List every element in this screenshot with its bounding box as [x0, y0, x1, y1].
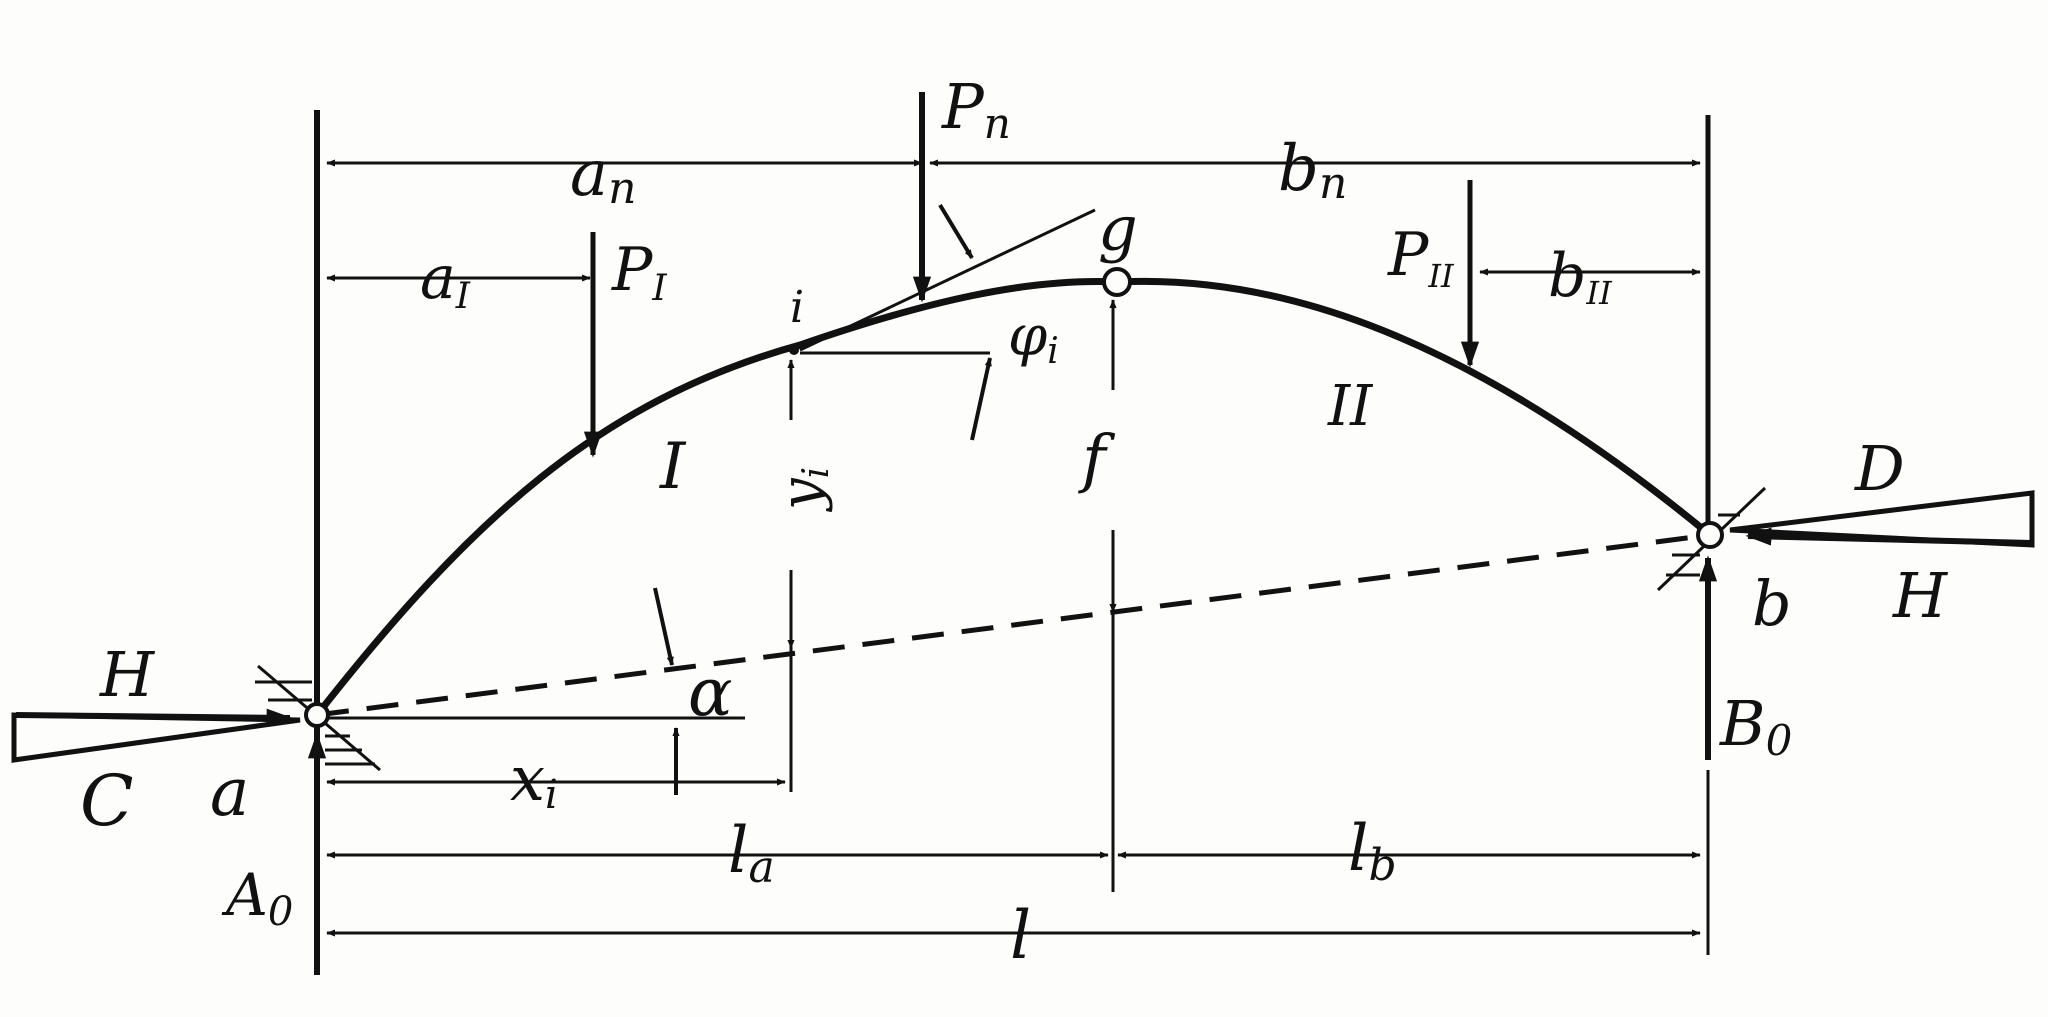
label-b_II: bII	[1548, 241, 1613, 312]
label-segment-II: II	[1327, 374, 1374, 439]
label-g: g	[1098, 192, 1138, 265]
label-P_n: Pn	[941, 70, 1011, 148]
thrust-arrow-H-right	[1745, 527, 2033, 546]
label-f: f	[1078, 422, 1116, 496]
thrust-arrow-H-left	[15, 708, 293, 727]
label-a: a	[210, 754, 249, 831]
alpha-angle-arrow	[653, 587, 674, 666]
label-C: C	[80, 760, 134, 842]
label-segment-I: I	[659, 430, 687, 504]
arch-curve	[314, 277, 1713, 718]
hinge-g	[1102, 267, 1132, 297]
label-l_b: lb	[1348, 812, 1397, 891]
label-a_n: an	[570, 137, 637, 214]
point-i	[789, 345, 799, 355]
label-l_a: la	[728, 814, 775, 893]
label-l: l	[1010, 897, 1031, 974]
label-a_I: aI	[420, 243, 471, 317]
label-x_i: xi	[510, 742, 558, 818]
hinge-b	[1696, 521, 1724, 549]
label-phi_i: φi	[1008, 304, 1059, 372]
thrust-arrow-C	[11, 712, 301, 763]
label-P_I: PI	[611, 235, 667, 309]
label-H-left: H	[99, 638, 156, 711]
label-y_i: yi	[769, 467, 837, 513]
label-P_II: PII	[1387, 220, 1455, 295]
phi-angle-arrow	[970, 357, 992, 441]
tangent-angle-arrow	[938, 203, 974, 260]
label-D: D	[1854, 432, 1905, 505]
label-i: i	[790, 282, 804, 333]
label-b_n: bn	[1278, 132, 1347, 209]
tangent-line	[799, 208, 1096, 352]
chord-dashed-line	[316, 532, 1711, 718]
hinge-a	[304, 702, 330, 728]
label-A_0: A0	[221, 861, 293, 935]
label-b: b	[1752, 567, 1792, 640]
label-B_0: B0	[1719, 687, 1792, 765]
label-alpha: α	[688, 654, 733, 731]
label-H-right: H	[1892, 559, 1949, 632]
